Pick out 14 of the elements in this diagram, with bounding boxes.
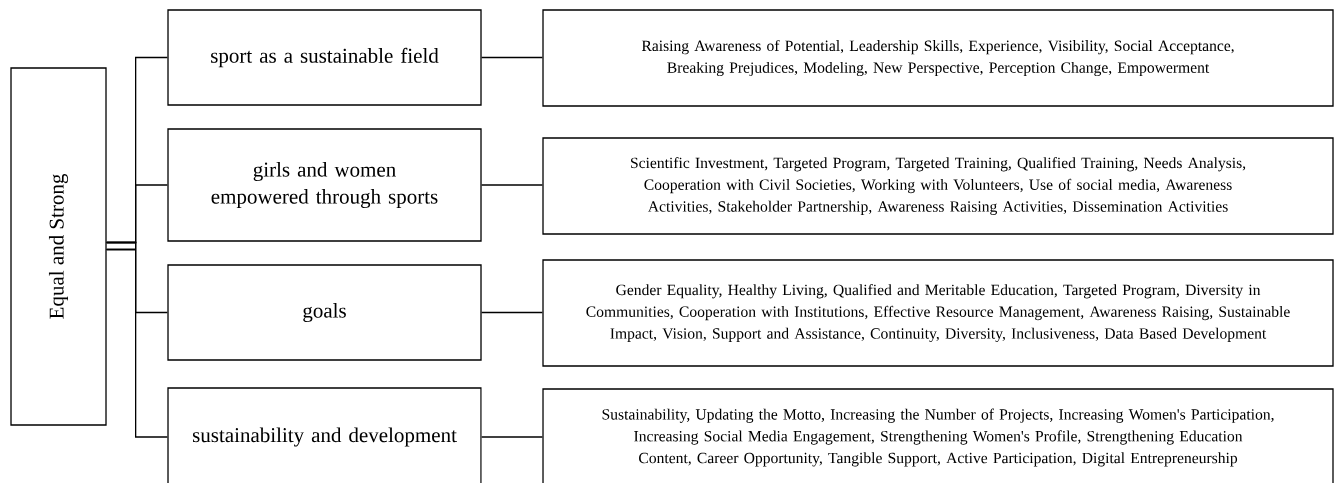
category-box: goals — [167, 264, 482, 361]
root-box: Equal and Strong — [10, 67, 107, 426]
category-box: girls and women empowered through sports — [167, 128, 482, 242]
description-box: Raising Awareness of Potential, Leadership Skills, Experience, Visibility, Social Acceptance, Breaking Prejudices, Modeling, New Perspective, Perception Change, Empowerment — [542, 9, 1334, 107]
connector-line — [481, 436, 543, 438]
connector-line — [106, 241, 168, 438]
category-box: sustainability and development — [167, 387, 482, 483]
connector-line — [481, 184, 543, 186]
connector-line — [481, 56, 543, 59]
category-box: sport as a sustainable field — [167, 9, 482, 106]
description-box: Gender Equality, Healthy Living, Qualified and Meritable Education, Targeted Program, Diversity in Communities, Cooperation with Institutions, Effective Resource Management, Awareness Raising, Sustainable Impact, Vision, Support and Assistance, Continuity, Diversity, Inclusiveness, Data Based Development — [542, 259, 1334, 367]
description-box: Scientific Investment, Targeted Program, Targeted Training, Qualified Training, Needs Analysis, Cooperation with Civil Societies, Working with Volunteers, Use of social media, Awareness Activities, Stakeholder Partnership, Awareness Raising Activities, Dissemination Activities — [542, 137, 1334, 235]
connector-line — [481, 311, 543, 314]
description-box: Sustainability, Updating the Motto, Increasing the Number of Projects, Increasing Women's Participation, Increasing Social Media Engagement, Strengthening Women's Profile, Strengthening Education Content, Career Opportunity, Tangible Support, Active Participation, Digital Entrepreneurship — [542, 388, 1334, 483]
